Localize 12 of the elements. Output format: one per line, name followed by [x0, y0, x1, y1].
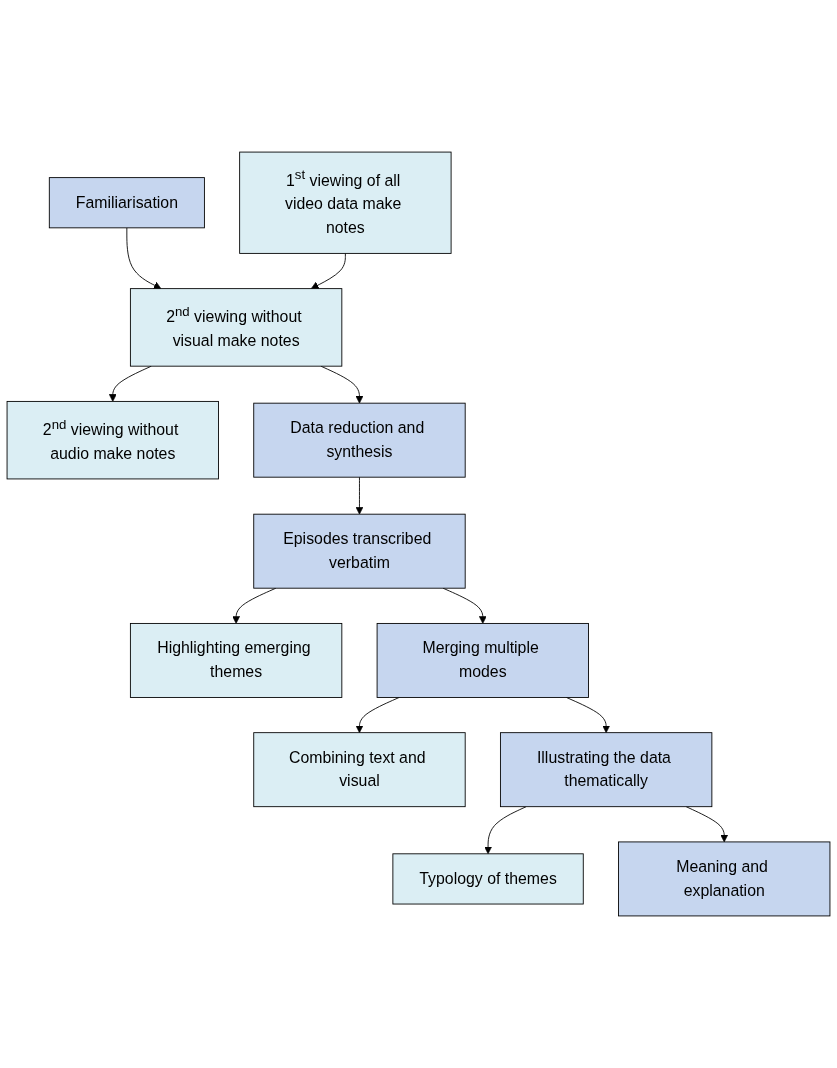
node-box: Combining text and visual	[253, 732, 466, 808]
node-box: Meaning and explanation	[618, 841, 831, 917]
node-box: 2$^{nd}$ viewing without visual make notes	[129, 288, 343, 367]
node-box: Merging multiple modes	[376, 622, 589, 698]
node-box: Illustrating the data thematically	[500, 732, 713, 808]
node-box: Data reduction and synthesis	[253, 402, 466, 478]
node-box: Episodes transcribed verbatim	[253, 513, 466, 589]
node-box: Highlighting emerging themes	[129, 622, 343, 698]
node-box: 1$^{st}$ viewing of all video data make notes	[239, 151, 452, 254]
node-box: Familiarisation	[48, 177, 205, 229]
node-box: 2$^{nd}$ viewing without audio make notes	[6, 400, 219, 480]
node-box: Typology of themes	[392, 853, 584, 905]
